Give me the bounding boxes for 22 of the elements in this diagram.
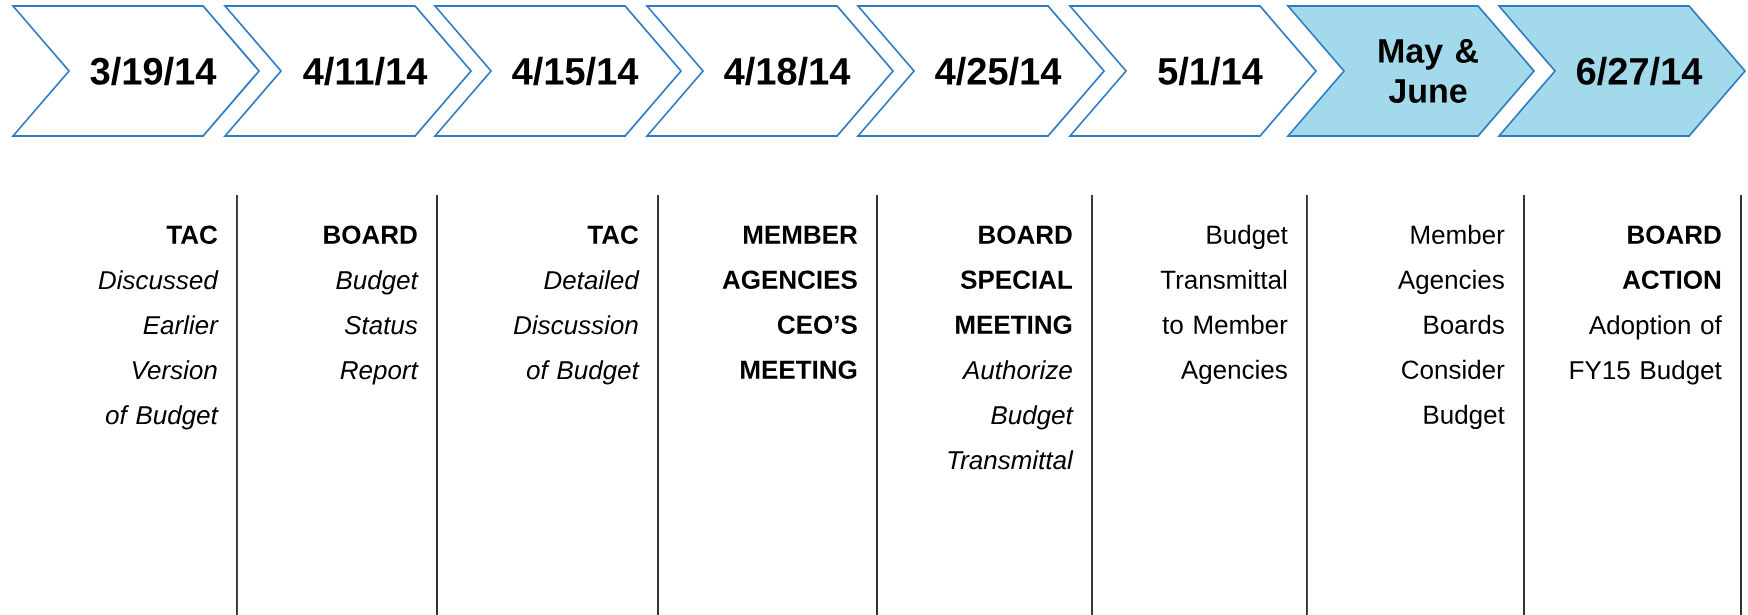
column-heading: TAC	[587, 225, 639, 244]
column-text: Member Agencies Boards Consider Budget	[1397, 224, 1505, 430]
column-text: Adoption of FY15 Budget	[1570, 315, 1722, 385]
chevron-step: 6/27/14	[1497, 5, 1747, 137]
chevron-step: 4/18/14	[645, 5, 895, 137]
column-heading: BOARD	[324, 225, 417, 244]
column-heading: BOARD SPECIAL MEETING	[956, 225, 1072, 334]
column-text: Budget Transmittal to Member Agencies	[1160, 224, 1288, 385]
column-text: Authorize Budget Transmittal	[948, 360, 1074, 470]
chevron-step: 4/15/14	[433, 5, 683, 137]
chevron-step: May & June	[1286, 5, 1536, 137]
column-text: Detailed Discussion of Budget	[513, 270, 640, 385]
chevron-step: 4/25/14	[856, 5, 1106, 137]
chevron-step: 5/1/14	[1068, 5, 1318, 137]
column-text: Budget Status Report	[336, 270, 419, 385]
column-heading: TAC	[166, 225, 218, 244]
node-label: 6/27/14	[1577, 56, 1703, 86]
column-heading: BOARD ACTION	[1622, 225, 1721, 289]
chevron-step: 3/19/14	[11, 5, 261, 137]
chevron-step: 4/11/14	[223, 5, 473, 137]
column-text: Discussed Earlier Version of Budget	[98, 270, 219, 430]
column-heading: MEMBER AGENCIES CEO’S MEETING	[722, 225, 858, 379]
